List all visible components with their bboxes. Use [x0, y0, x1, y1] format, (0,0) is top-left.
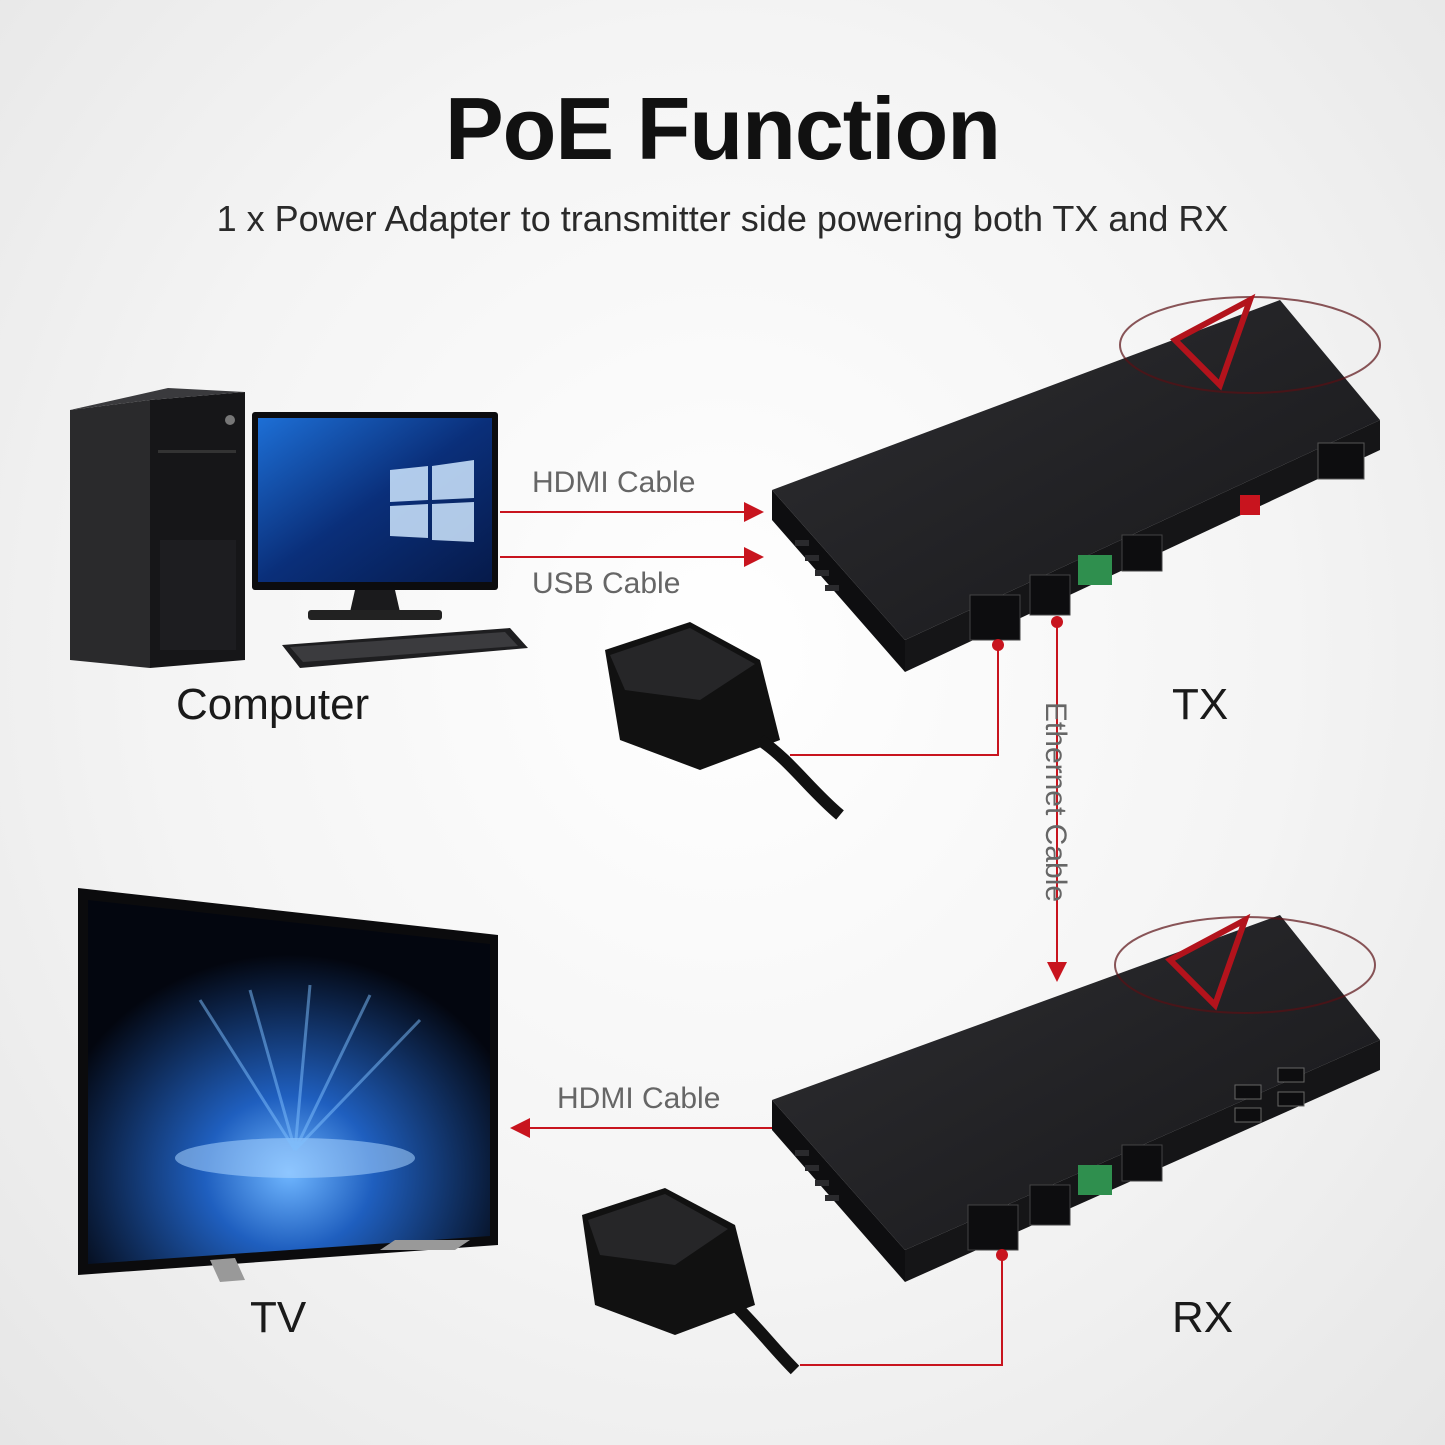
ethernet-cable-label: Ethernet Cable: [1039, 701, 1072, 903]
power-adapter-tx-icon: [605, 622, 844, 820]
hdmi-cable-bottom-label: HDMI Cable: [557, 1082, 721, 1115]
ethernet-cable-arrow: [1047, 616, 1067, 982]
rx-label: RX: [1172, 1293, 1234, 1342]
monitor-icon: [252, 412, 498, 620]
power-cable-tx-line: [790, 639, 1004, 756]
tx-extender-device: [772, 293, 1381, 672]
hdmi-cable-top-label: HDMI Cable: [532, 466, 696, 499]
tv-icon: [78, 888, 498, 1282]
page-title: PoE Function: [444, 79, 1001, 178]
rx-extender-device: [772, 913, 1380, 1282]
computer-tower-icon: [70, 388, 245, 668]
usb-cable-label: USB Cable: [532, 567, 681, 600]
computer-label: Computer: [176, 680, 370, 729]
page-subtitle: 1 x Power Adapter to transmitter side po…: [216, 198, 1229, 239]
power-adapter-rx-icon: [582, 1188, 800, 1375]
power-cable-rx-line: [800, 1249, 1008, 1366]
keyboard-icon: [282, 628, 528, 668]
tv-label: TV: [250, 1293, 307, 1342]
tx-label: TX: [1172, 680, 1229, 729]
